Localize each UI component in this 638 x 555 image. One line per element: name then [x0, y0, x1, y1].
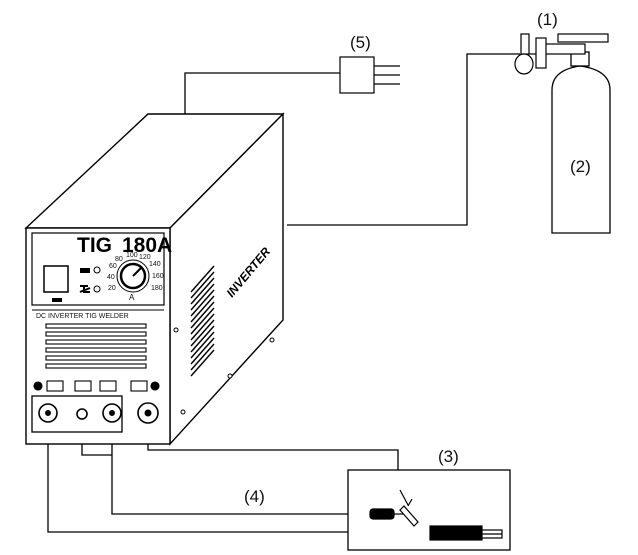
power-plug: [339, 56, 400, 94]
power-cable: [184, 72, 340, 114]
gas-hose: [287, 53, 520, 226]
display-led: [52, 298, 62, 302]
control-cable: [47, 430, 430, 533]
model-number: 180A: [122, 234, 172, 257]
torch-switch-icon: [74, 380, 92, 392]
gas-regulator: [514, 33, 609, 75]
remote-control-icon: [99, 380, 117, 392]
tig-torch-icon: [369, 489, 419, 527]
socket-icon-row: [33, 380, 160, 392]
gas-socket[interactable]: [76, 408, 88, 420]
current-unit: A: [129, 293, 135, 302]
negative-terminal-icon: [33, 381, 43, 391]
mode-2t-icon: [80, 285, 90, 293]
gas-cylinder: [551, 51, 611, 234]
side-vents: [190, 265, 215, 377]
knob-tick-1: 40: [107, 274, 115, 281]
callout-1: (1): [537, 10, 558, 29]
panel-subtitle: DC INVERTER TIG WELDER: [36, 313, 129, 320]
knob-tick-7: 160: [152, 273, 164, 280]
current-knob[interactable]: [116, 259, 150, 293]
output-sockets: [38, 402, 159, 424]
callout-4: (4): [244, 487, 265, 506]
knob-tick-3: 80: [115, 256, 123, 263]
front-vents: [45, 323, 147, 369]
work-cable: [147, 430, 399, 470]
knob-scale: 20 40 60 80 100 120 140 160 180: [107, 252, 164, 292]
gas-outlet-icon: [46, 380, 64, 392]
callout-5: (5): [350, 33, 371, 52]
mode-led-2: [93, 285, 101, 293]
model-prefix: TIG: [77, 234, 112, 257]
earth-clamp-icon: [429, 525, 503, 541]
mode-indicator-bar: [80, 268, 90, 273]
torch-cable-2: [111, 422, 370, 515]
knob-tick-6: 140: [149, 261, 161, 268]
mode-led-1: [93, 266, 101, 274]
positive-terminal-icon: [150, 381, 160, 391]
knob-tick-2: 60: [109, 263, 117, 270]
digital-display: [43, 265, 69, 293]
mode-4t-icon: [79, 287, 91, 293]
knob-tick-5: 120: [139, 254, 151, 261]
work-clamp-icon: [130, 380, 148, 392]
callout-2: (2): [570, 157, 591, 176]
knob-tick-4: 100: [126, 252, 138, 259]
knob-tick-8: 180: [151, 285, 163, 292]
side-screws: [173, 327, 275, 415]
knob-tick-0: 20: [108, 285, 116, 292]
callout-3: (3): [438, 447, 459, 466]
